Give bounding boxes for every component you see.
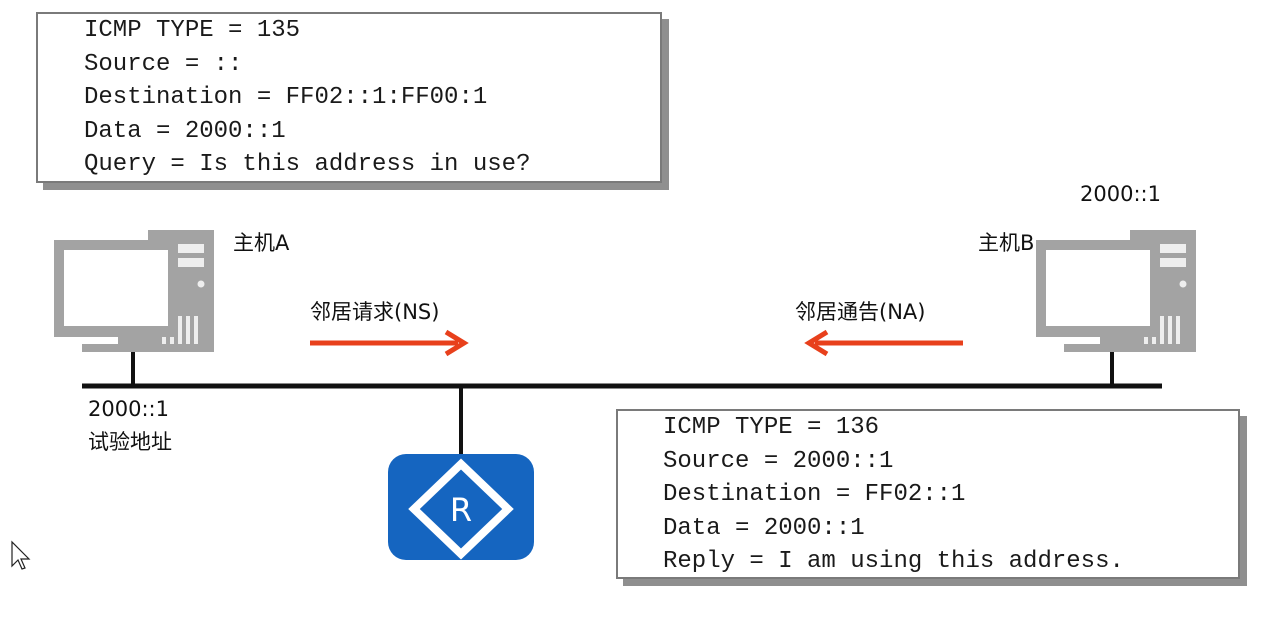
na-line-source: Source = 2000::1	[663, 447, 894, 475]
host-a-address: 2000::1	[88, 397, 169, 421]
ns-line-data: Data = 2000::1	[84, 117, 286, 145]
ns-packet-box: ICMP TYPE = 135 Source = :: Destination …	[36, 12, 662, 183]
host-b-name: 主机B	[978, 231, 1035, 255]
host-b-computer-icon	[1036, 230, 1196, 352]
na-label: 邻居通告(NA)	[795, 300, 926, 324]
ns-line-destination: Destination = FF02::1:FF00:1	[84, 84, 488, 111]
host-a-computer-icon	[54, 230, 214, 352]
host-b-address: 2000::1	[1080, 182, 1161, 206]
ns-line-query: Query = Is this address in use?	[84, 151, 531, 178]
na-packet-box: ICMP TYPE = 136 Source = 2000::1 Destina…	[616, 409, 1240, 579]
router-icon: R	[388, 454, 534, 560]
host-a-address-note: 试验地址	[88, 430, 172, 454]
na-line-icmp-type: ICMP TYPE = 136	[663, 414, 880, 441]
ns-arrow-icon	[310, 329, 469, 357]
router-letter: R	[450, 491, 472, 529]
host-a-name: 主机A	[233, 231, 290, 255]
na-line-data: Data = 2000::1	[663, 514, 865, 542]
na-line-reply: Reply = I am using this address.	[663, 548, 1124, 575]
ns-line-icmp-type: ICMP TYPE = 135	[84, 17, 301, 44]
mouse-cursor-icon	[11, 540, 31, 570]
ns-line-source: Source = ::	[84, 50, 243, 78]
na-line-destination: Destination = FF02::1	[663, 481, 966, 508]
na-arrow-icon	[804, 329, 963, 357]
ns-label: 邻居请求(NS)	[310, 300, 440, 324]
